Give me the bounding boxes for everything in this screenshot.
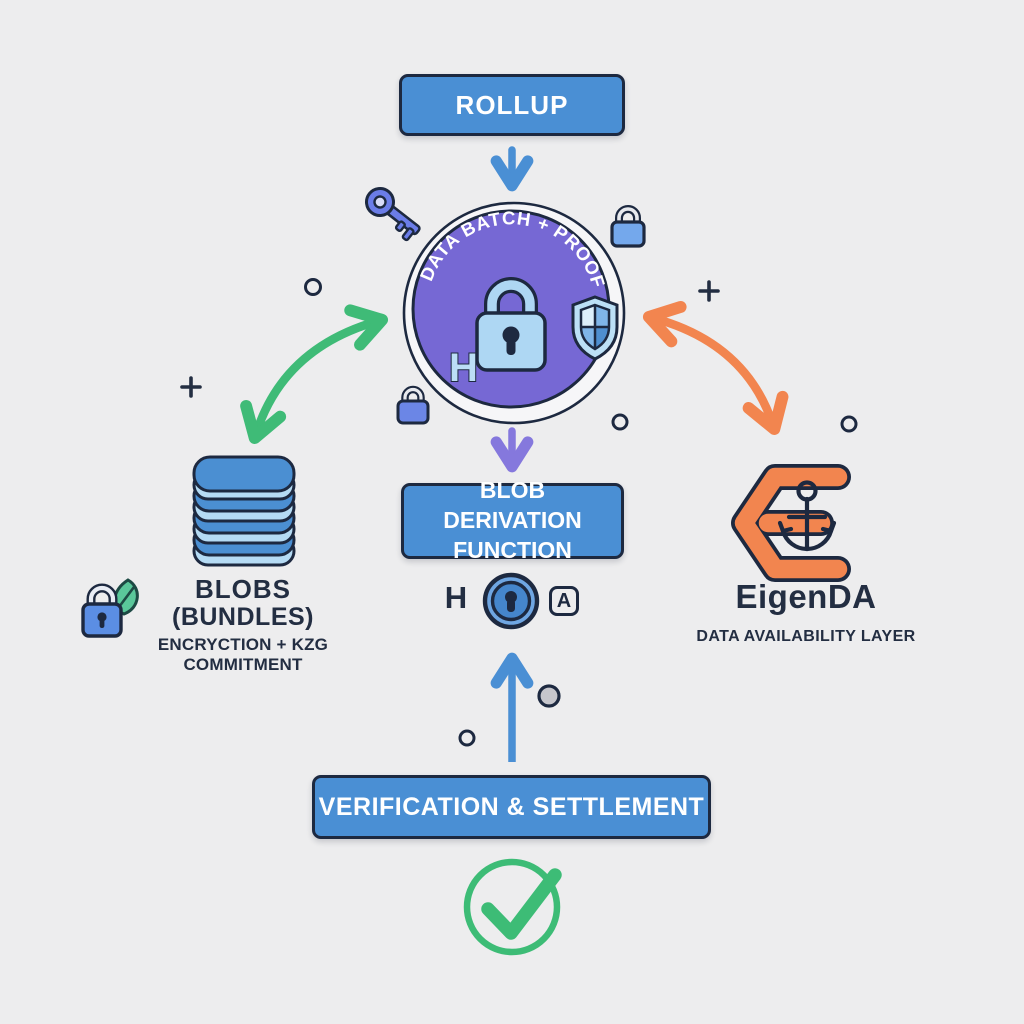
blob-derivation-node: BLOB DERIVATION FUNCTION xyxy=(401,477,624,563)
key-icon xyxy=(365,187,421,242)
address-badge-icon: A xyxy=(549,586,579,616)
blobs-title: BLOBS xyxy=(195,574,291,604)
anchor-icon xyxy=(777,480,837,552)
rollup-node: ROLLUP xyxy=(399,74,625,136)
plus-glyph xyxy=(180,280,720,398)
eigen-anchor-logo xyxy=(731,464,851,582)
mini-lock-icon xyxy=(610,205,646,248)
shield-icon xyxy=(571,295,619,361)
verification-label: VERIFICATION & SETTLEMENT xyxy=(318,792,705,821)
blobs-subtitle: (BUNDLES) xyxy=(172,603,314,631)
mini-lock-icon xyxy=(396,385,430,425)
verification-node: VERIFICATION & SETTLEMENT xyxy=(312,775,711,839)
arrow-batch-eigenda xyxy=(642,301,789,435)
padlock-icon xyxy=(475,277,547,372)
blob-stack-icon xyxy=(192,455,296,567)
eigenda-caption: DATA AVAILABILITY LAYER xyxy=(696,628,916,645)
hash-glyph-row: H xyxy=(444,580,468,615)
dot-glyph xyxy=(304,278,858,747)
rollup-label: ROLLUP xyxy=(455,89,569,120)
arrow-batch-blobs xyxy=(240,304,389,445)
data-batch-circle: DATA BATCH + PROOF H xyxy=(402,201,626,425)
blob-derivation-label: BLOB DERIVATION FUNCTION xyxy=(443,477,582,563)
check-circle-icon xyxy=(463,858,562,956)
address-glyph: A xyxy=(556,589,572,612)
lock-leaf-icon xyxy=(81,578,139,638)
blobs-caption: ENCRYCTION + KZG COMMITMENT xyxy=(157,635,329,674)
hash-glyph-circle: H xyxy=(449,346,478,390)
eigenda-title: EigenDA xyxy=(735,578,877,615)
keyhole-badge-icon xyxy=(482,572,540,630)
